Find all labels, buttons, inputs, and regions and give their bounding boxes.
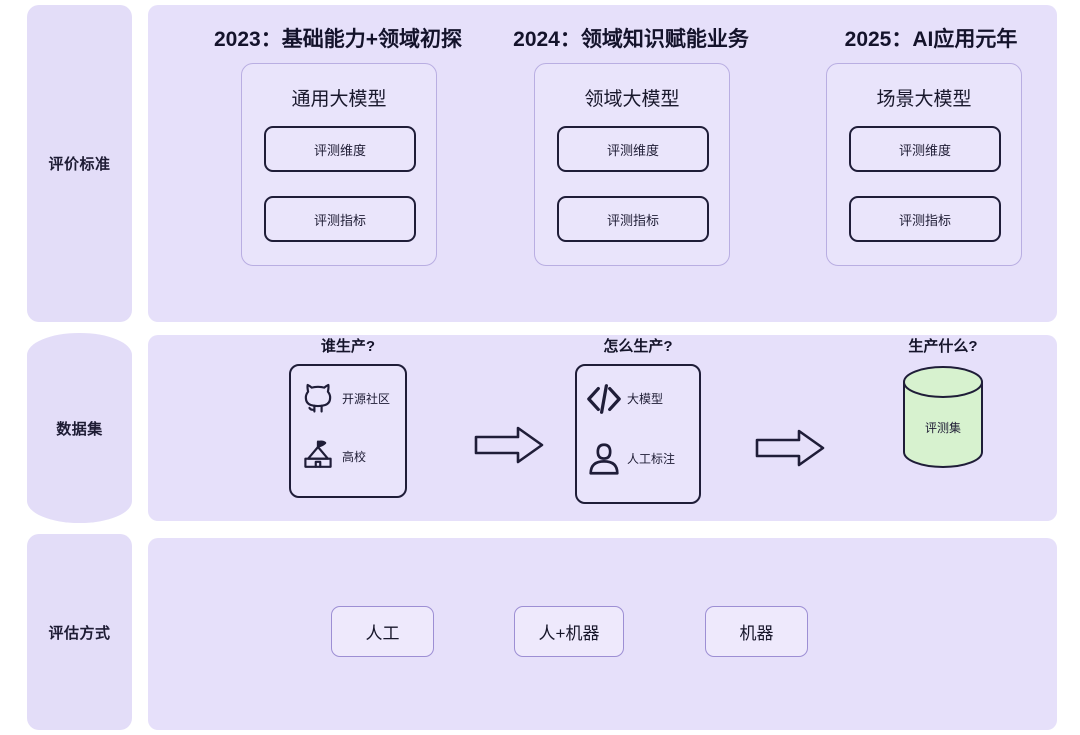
metric-box-dimension[interactable]: 评测维度 bbox=[264, 126, 416, 172]
dataset-question-who: 谁生产? bbox=[320, 338, 376, 355]
model-card-scenario[interactable]: 场景大模型 评测维度 评测指标 bbox=[826, 63, 1022, 266]
model-card-general[interactable]: 通用大模型 评测维度 评测指标 bbox=[241, 63, 437, 266]
method-option-machine[interactable]: 机器 bbox=[705, 606, 808, 657]
arrow-right-icon bbox=[754, 427, 826, 474]
metric-box-indicator[interactable]: 评测指标 bbox=[264, 196, 416, 242]
metric-box-indicator[interactable]: 评测指标 bbox=[849, 196, 1001, 242]
panel-evaluation-method: 人工 人+机器 机器 bbox=[148, 538, 1057, 730]
panel-dataset: 谁生产? 开源社区 bbox=[148, 335, 1057, 521]
model-card-title-scenario: 场景大模型 bbox=[876, 89, 972, 110]
university-icon bbox=[300, 438, 336, 474]
method-option-human-machine[interactable]: 人+机器 bbox=[514, 606, 624, 657]
row-label-dataset-text: 数据集 bbox=[56, 420, 103, 438]
dataset-method-label: 人工标注 bbox=[627, 451, 676, 466]
row-label-criteria-text: 评价标准 bbox=[48, 156, 111, 173]
year-title-2024: 2024：领域知识赋能业务 bbox=[513, 28, 749, 51]
dataset-question-what: 生产什么? bbox=[908, 338, 978, 355]
dataset-method-item[interactable]: 大模型 bbox=[585, 380, 663, 416]
model-card-title-general: 通用大模型 bbox=[291, 89, 387, 110]
row-label-criteria: 评价标准 bbox=[27, 5, 132, 322]
dataset-question-how: 怎么生产? bbox=[603, 338, 673, 355]
model-card-domain[interactable]: 领域大模型 评测维度 评测指标 bbox=[534, 63, 730, 266]
dataset-method-item[interactable]: 人工标注 bbox=[585, 440, 675, 476]
row-label-method-text: 评估方式 bbox=[48, 624, 111, 642]
year-title-2025: 2025：AI应用元年 bbox=[844, 28, 1018, 51]
method-option-human[interactable]: 人工 bbox=[331, 606, 434, 657]
arrow-right-icon bbox=[473, 424, 545, 471]
dataset-source-label: 高校 bbox=[342, 449, 367, 464]
metric-box-dimension[interactable]: 评测维度 bbox=[557, 126, 709, 172]
row-label-method: 评估方式 bbox=[27, 534, 132, 730]
dataset-source-label: 开源社区 bbox=[342, 391, 391, 406]
dataset-source-item[interactable]: 高校 bbox=[300, 438, 366, 474]
year-title-2023: 2023：基础能力+领域初探 bbox=[214, 28, 462, 51]
dataset-source-item[interactable]: 开源社区 bbox=[300, 380, 390, 416]
dataset-method-card[interactable]: 大模型 人工标注 bbox=[575, 364, 701, 504]
github-icon bbox=[300, 380, 336, 416]
metric-box-dimension[interactable]: 评测维度 bbox=[849, 126, 1001, 172]
evaluation-set-cylinder[interactable]: 评测集 bbox=[901, 365, 985, 469]
code-brackets-icon bbox=[585, 380, 621, 416]
metric-box-indicator[interactable]: 评测指标 bbox=[557, 196, 709, 242]
panel-evaluation-criteria: 2023：基础能力+领域初探 通用大模型 评测维度 评测指标 2024：领域知识… bbox=[148, 5, 1057, 322]
person-icon bbox=[585, 440, 621, 476]
dataset-method-label: 大模型 bbox=[627, 391, 664, 406]
row-label-dataset: 数据集 bbox=[27, 333, 132, 523]
model-card-title-domain: 领域大模型 bbox=[584, 89, 680, 110]
dataset-source-card[interactable]: 开源社区 高校 bbox=[289, 364, 407, 498]
